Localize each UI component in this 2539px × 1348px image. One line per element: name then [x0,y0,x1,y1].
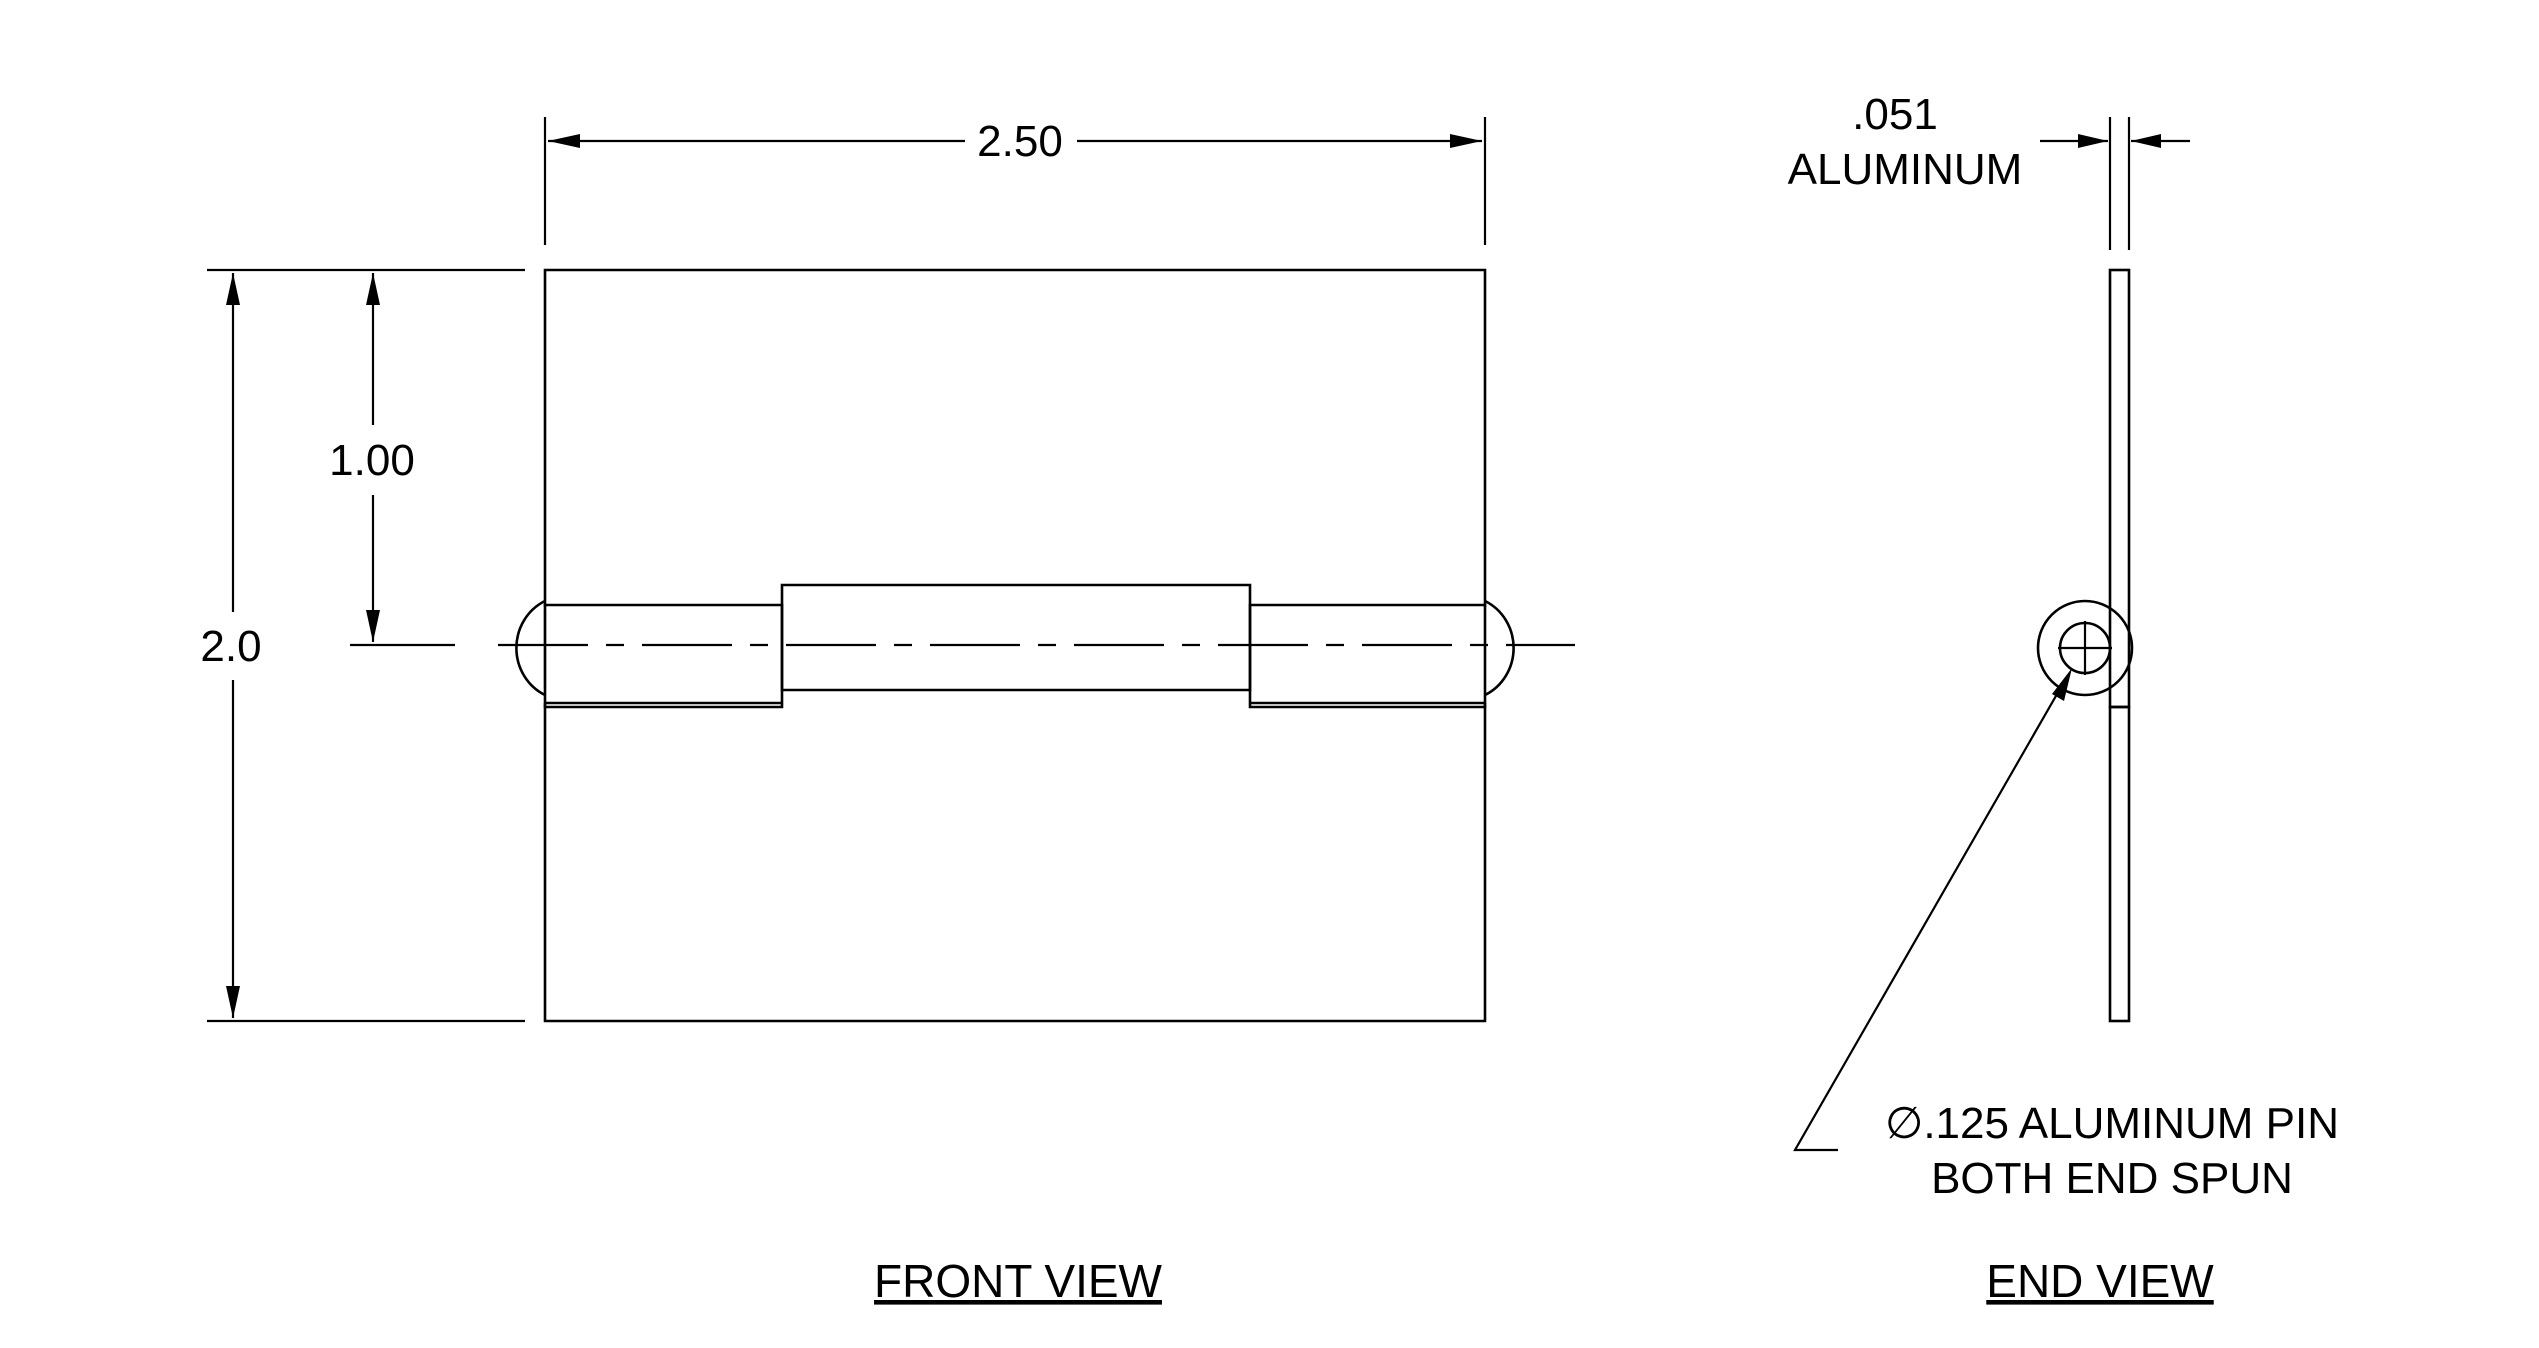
thickness-arrow-right [2131,134,2161,148]
half-height-dim-text: 1.00 [329,436,415,485]
front-view: 2.50 2.0 1.00 FRONT VIEW [200,117,1575,1307]
knuckle-circle [2036,599,2134,697]
pin-note-line2: BOTH END SPUN [1931,1154,2293,1203]
pin-note-line1: ∅.125 ALUMINUM PIN [1885,1099,2339,1148]
end-leaf-lower [2108,705,2131,1023]
top-leaf [543,268,1487,607]
width-dim-text: 2.50 [977,117,1063,166]
half-height-arrow-top [366,273,380,305]
thickness-value-text: .051 [1852,90,1938,139]
bottom-leaf [543,703,1487,1023]
pin-head-left [515,599,546,697]
height-arrow-top [226,273,240,305]
end-leaf-upper [2108,268,2131,709]
end-view-title: END VIEW [1986,1255,2214,1307]
width-arrow-left [548,134,580,148]
thickness-material-text: ALUMINUM [1788,145,2023,194]
right-knuckle [1248,603,1487,709]
thickness-arrow-left [2078,134,2108,148]
height-dim-text: 2.0 [200,622,261,671]
height-arrow-bottom [226,986,240,1018]
width-arrow-right [1450,134,1482,148]
front-view-title: FRONT VIEW [874,1255,1163,1307]
left-knuckle [543,603,784,709]
end-view: .051 ALUMINUM ∅.125 ALUMINUM PIN BOTH EN… [1788,90,2339,1307]
center-knuckle [780,583,1252,692]
half-height-arrow-bottom [366,610,380,642]
pin-head-right [1484,599,1515,697]
pin-note-arrow [2052,668,2072,701]
pin-note-leader [1793,674,2069,1152]
